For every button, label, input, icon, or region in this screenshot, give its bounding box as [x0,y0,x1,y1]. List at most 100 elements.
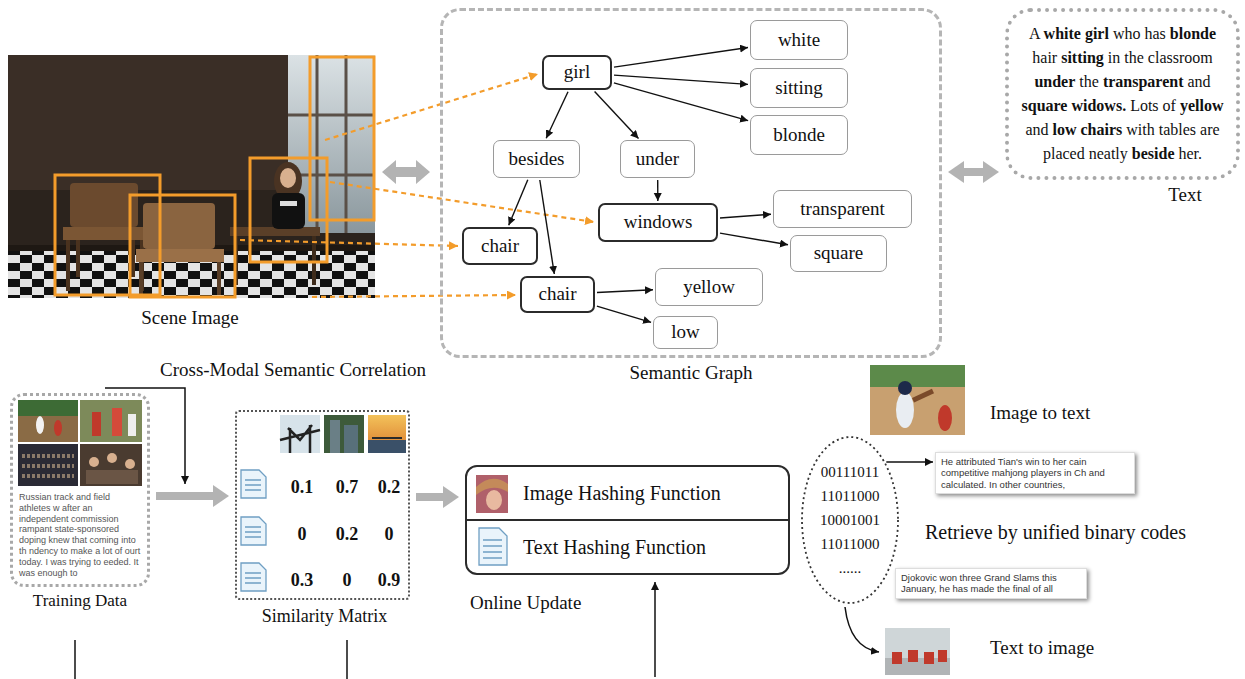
caption-label: Cross-Modal Semantic Correlation [160,359,500,381]
attribute-node: sitting [750,68,848,108]
node-label: transparent [800,199,884,220]
document-icon-part [241,517,266,545]
scene-image-part [272,193,305,229]
scene-image-part [8,55,375,298]
training-photos-part [107,453,117,463]
flow-arrow [156,492,213,500]
attribute-node: square [790,235,887,272]
node-label: low [671,322,700,343]
query-photo-part [912,389,934,403]
matrix-cell: 0.1 [278,475,326,499]
binary-code-ellipse: 00111011110110001000100111011000...... [800,435,900,605]
scene-image-part [280,201,297,206]
snippet-text: He attributed Tian's win to her cain com… [941,456,1129,490]
region-leader-part [312,295,516,297]
scene-image [8,55,375,298]
node-label: windows [624,212,693,233]
node-label: square [814,243,864,264]
caption: Text [1135,184,1235,206]
caption-label: Scene Image [120,307,260,329]
matrix-photos-part [330,420,340,453]
leader-line-part [845,607,879,652]
detection-box-part [310,57,374,220]
text-panel: A white girl who has blonde hair sitting… [1005,8,1240,180]
detection-box-part [250,158,327,262]
caption: Semantic Graph [440,362,942,384]
document-icon-part [245,573,261,583]
training-photos-part [112,408,122,436]
object-node: girl [542,55,612,90]
object-node: chair [462,227,538,265]
document-icon-part [241,470,266,498]
binary-code: 10001001 [820,508,880,532]
scene-image-part [143,203,215,249]
detection-box [55,57,374,297]
training-photos-part [128,414,136,436]
connector [597,306,651,322]
detection-box-part [130,195,235,297]
detection-box-part [55,175,160,295]
query-photo-part [938,405,952,431]
query-photo [870,365,965,435]
matrix-cell: 0.2 [365,475,413,499]
document-icon-part [245,527,261,537]
caption-label: Image to text [990,402,1130,424]
node-label: chair [539,284,577,305]
scene-image-part [230,227,320,236]
similarity-matrix: 0.10.70.200.200.300.9Similarity Matrix [235,410,410,600]
connector [597,290,653,293]
bold-word: sitting [1061,49,1104,66]
graph-panel: Semantic Graphgirlwhitesittingblondebesi… [440,8,942,358]
matrix-photos-part [372,437,402,439]
bold-word: blonde [1170,25,1216,42]
node-label: girl [564,62,590,83]
matrix-photos-part [368,415,406,453]
caption-label: Online Update [470,592,620,614]
result-photo-part [885,628,950,675]
connector [509,180,528,225]
leader-line-part [105,388,185,484]
bold-word: yellow [1180,97,1224,114]
object-node: windows [598,203,718,242]
image-icon-part [476,475,508,513]
article-snippet: Russian track and field athletes w after… [19,492,141,578]
hashing-box: Image Hashing FunctionText Hashing Funct… [465,465,790,575]
binary-code: 00111011 [821,460,879,484]
bold-word: white [1044,25,1081,42]
connector [614,48,748,68]
training-photos-part [36,416,44,434]
frame-outline: Russian track and field athletes w after… [10,393,150,587]
bold-word: low [1053,121,1077,138]
caption: Similarity Matrix [217,606,432,627]
result-photo-part [908,650,918,662]
image-icon [476,475,508,513]
bold-word: square [1022,97,1068,114]
image-icon-part [486,490,502,510]
scene-image-part [63,227,147,240]
training-photos-part [80,444,142,486]
attribute-node: yellow [655,268,763,306]
connector [614,75,748,84]
code-stack: 00111011110110001000100111011000...... [800,435,900,605]
training-photos-part [125,459,135,469]
node-label: under [636,149,679,170]
binary-code: 11011000 [821,484,880,508]
connector [540,180,555,274]
region-leader-part [240,240,458,246]
training-photos-part [92,412,101,436]
matrix-photos-part [280,425,320,453]
binary-code: ...... [839,556,862,580]
node-label: besides [509,149,565,170]
flow-arrow [416,493,443,501]
snippet-text: Djokovic won three Grand Slams this Janu… [901,572,1081,595]
node-label: white [778,30,820,51]
matrix-cell: 0.9 [365,568,413,592]
training-photos-part [18,400,78,442]
document-icon-part [483,540,502,558]
node-label: yellow [683,277,735,298]
training-photos-part [89,457,99,467]
bold-word: chairs [1081,121,1123,138]
matrix-photos [280,415,406,453]
bold-word: under [1034,73,1075,90]
document-icon-part [245,480,261,490]
